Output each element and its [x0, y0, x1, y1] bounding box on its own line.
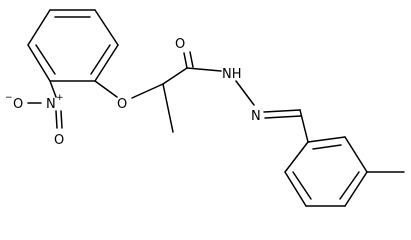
propanoyl-chain: O: [162, 37, 222, 133]
chemical-structure-diagram: N + O − O O O NH N: [5, 9, 405, 207]
nitro-n-label: N: [46, 97, 56, 112]
nitro-n-charge: +: [56, 93, 64, 103]
nitro-o-bottom-label: O: [54, 133, 64, 148]
hydrazone-linkage: NH N: [222, 67, 309, 143]
structure-svg: N + O − O O O NH N: [5, 9, 405, 207]
ether-o-label: O: [117, 97, 127, 112]
nitro-o-left-label: O: [13, 97, 23, 112]
carbonyl-o-label: O: [175, 37, 185, 52]
nitro-o-left-charge: −: [5, 93, 13, 103]
nh-label: NH: [222, 67, 242, 82]
methylphenyl-ring: [284, 136, 405, 207]
nitro-group: N + O − O: [5, 80, 64, 148]
ether-linkage: O: [94, 80, 164, 112]
nitrophenyl-ring: [27, 9, 119, 82]
imine-n-label: N: [251, 109, 261, 124]
